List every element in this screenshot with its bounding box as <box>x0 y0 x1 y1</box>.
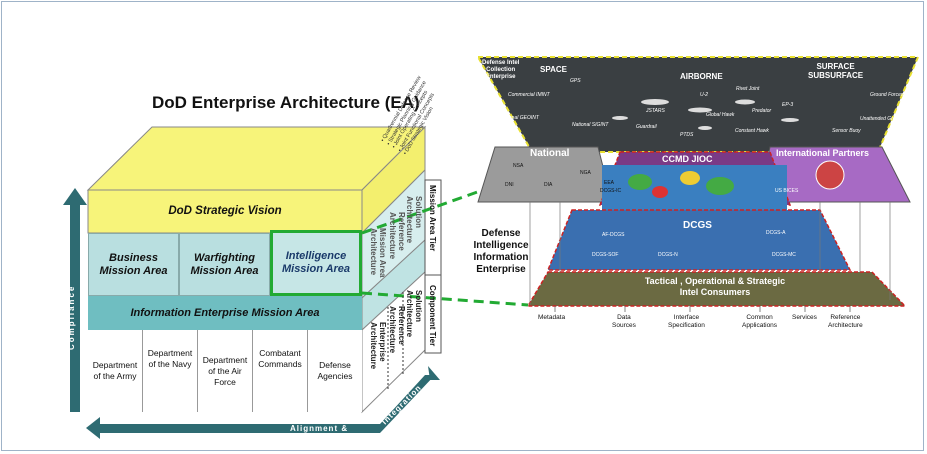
dcgs-af: AF-DCGS <box>602 232 625 238</box>
warfighting-mission-area: Warfighting Mission Area <box>179 233 270 296</box>
component-navy-label: Department of the Navy <box>147 348 193 369</box>
component-tier-label: Component Tier <box>428 285 437 347</box>
collection-enterprise-label: Defense Intel Collection Enterprise <box>482 60 520 80</box>
ccmd-eea: EEA <box>604 180 615 186</box>
dcgs-mc: DCGS-MC <box>772 252 796 258</box>
component-army-label: Department of the Army <box>92 360 138 381</box>
dcgs-sof: DCGS-SOF <box>592 252 619 258</box>
national-dni: DNI <box>505 182 514 188</box>
asset-commercial-imint: Commercial IMINT <box>508 92 550 98</box>
asset-guardrail: Guardrail <box>636 124 657 130</box>
component-navy: Department of the Navy <box>143 330 198 412</box>
national-label: National <box>530 148 570 159</box>
mission-area-arch-upper: Mission Area Architecture <box>369 228 387 278</box>
information-enterprise-band: Information Enterprise Mission Area <box>88 296 362 330</box>
component-defense-agencies-label: Defense Agencies <box>317 360 353 381</box>
dcgs-label: DCGS <box>683 220 712 231</box>
region-surface: SURFACE SUBSURFACE <box>808 62 864 80</box>
region-space: SPACE <box>540 65 567 74</box>
consumer-services: Services <box>792 314 817 321</box>
asset-constant-hawk: Constant Hawk <box>735 128 769 134</box>
national-dia: DIA <box>544 182 553 188</box>
business-mission-label: Business Mission Area <box>99 251 168 277</box>
strategic-vision-label: DoD Strategic Vision <box>168 205 282 217</box>
asset-predator: Predator <box>752 108 772 114</box>
intelligence-mission-area: Intelligence Mission Area <box>270 230 362 296</box>
asset-unattended-ground: Unattended Ground <box>860 116 904 122</box>
region-airborne: AIRBORNE <box>680 72 723 81</box>
ccmd-dcgs-ic: DCGS-IC <box>600 188 622 194</box>
component-defense-agencies: Defense Agencies <box>308 330 362 412</box>
asset-gps: GPS <box>570 78 581 84</box>
component-air-force-label: Department of the Air Force <box>202 354 248 387</box>
component-air-force: Department of the Air Force <box>198 330 253 412</box>
component-combatant-commands-label: Combatant Commands <box>258 348 302 369</box>
defense-intel-enterprise-label: Defense Intelligence Information Enterpr… <box>473 228 529 275</box>
ccmd-jioc-label: CCMD JIOC <box>662 154 713 164</box>
component-army: Department of the Army <box>88 330 143 412</box>
national-nsa: NSA <box>513 163 524 169</box>
reference-arch-upper: Reference Architecture <box>388 212 406 260</box>
asset-national-sigint: National SIGINT <box>572 122 609 128</box>
dcgs-n: DCGS-N <box>658 252 678 258</box>
solution-arch-lower: Solution Architecture <box>405 290 423 338</box>
asset-jstars: JSTARS <box>646 108 665 114</box>
business-mission-area: Business Mission Area <box>88 233 179 296</box>
consumer-metadata: Metadata <box>538 314 566 321</box>
asset-national-geoint: National GEOINT <box>500 115 539 121</box>
asset-global-hawk: Global Hawk <box>706 112 735 118</box>
asset-ptds: PTDS <box>680 132 694 138</box>
reference-arch-lower: Reference Architecture <box>388 306 406 354</box>
ccmd-us-bices: US BICES <box>775 188 799 194</box>
dcgs-a: DCGS-A <box>766 230 786 236</box>
international-label: International Partners <box>776 148 870 158</box>
component-combatant-commands: Combatant Commands <box>253 330 308 412</box>
ea-title: DoD Enterprise Architecture (EA) <box>152 93 420 112</box>
solution-arch-upper: Solution Architecture <box>405 196 423 244</box>
national-nga: NGA <box>580 170 591 176</box>
alignment-label: Alignment & <box>290 424 349 433</box>
mission-area-tier-label: Mission Area Tier <box>428 185 437 252</box>
asset-u2: U-2 <box>700 92 709 98</box>
tactical-consumers-label: Tactical , Operational & Strategic Intel… <box>644 276 786 297</box>
warfighting-mission-label: Warfighting Mission Area <box>190 251 259 277</box>
enterprise-arch-lower: Enterprise Architecture <box>369 322 387 370</box>
consumer-reference-arch: Reference Architecture <box>828 314 863 329</box>
asset-ground-forces: Ground Forces <box>870 92 904 98</box>
asset-ep3: EP-3 <box>782 102 794 108</box>
asset-sensor-buoy: Sensor Buoy <box>832 128 861 134</box>
information-enterprise-label: Information Enterprise Mission Area <box>130 306 320 319</box>
intelligence-mission-label: Intelligence Mission Area <box>281 250 351 275</box>
consumer-interface-spec: Interface Specification <box>668 314 705 329</box>
asset-rivet-joint: Rivet Joint <box>736 86 760 92</box>
consumer-common-apps: Common Applications <box>742 314 778 329</box>
consumer-data-sources: Data Sources <box>612 314 636 329</box>
